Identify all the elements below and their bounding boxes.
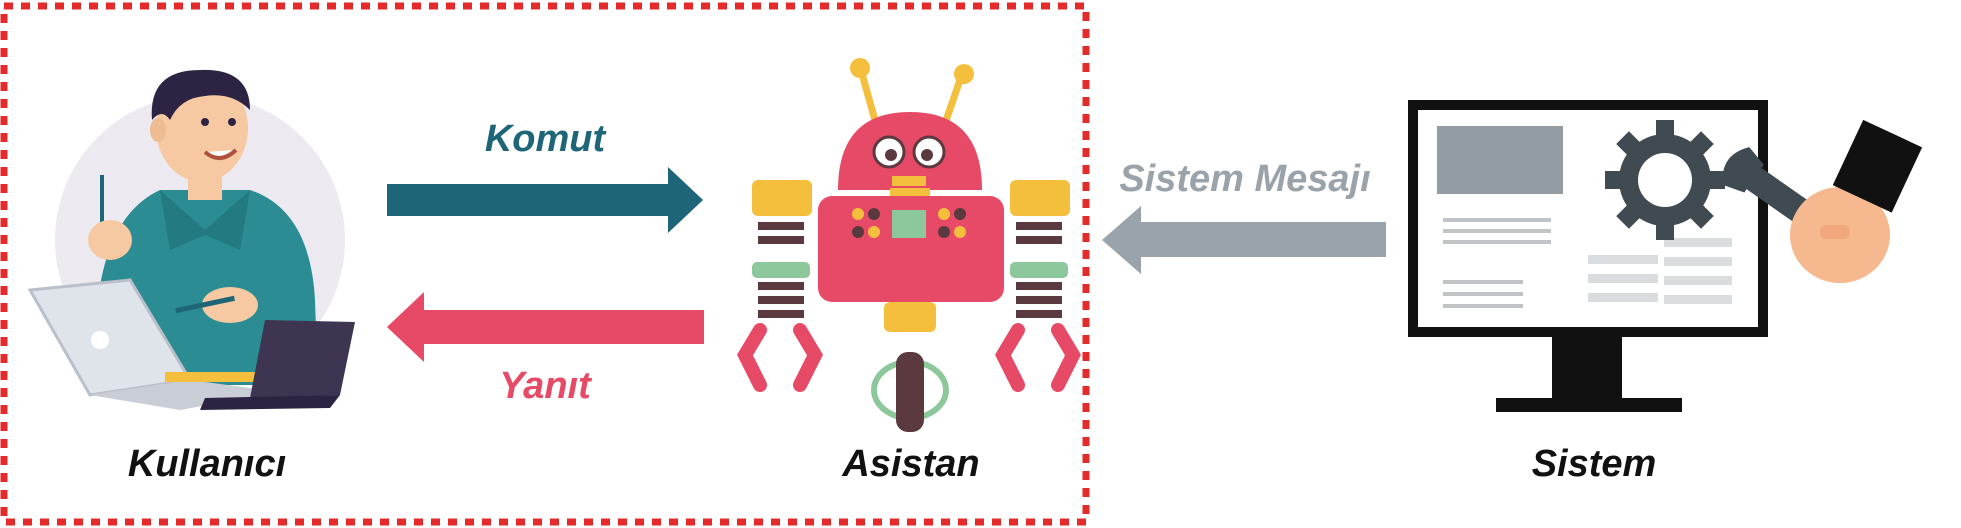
system-label: Sistem xyxy=(1531,443,1657,485)
user-label: Kullanıcı xyxy=(127,443,287,485)
assistant-label: Asistan xyxy=(842,443,980,485)
monitor-with-wrench-icon xyxy=(1408,100,1923,412)
system-message-arrow xyxy=(1102,206,1386,274)
response-arrow-label: Yanıt xyxy=(499,365,591,407)
robot-icon xyxy=(737,58,1081,432)
command-arrow xyxy=(387,167,703,233)
command-arrow-label: Komut xyxy=(484,118,606,160)
system-message-arrow-label: Sistem Mesajı xyxy=(1119,158,1371,200)
user-at-laptop-icon xyxy=(27,69,355,410)
response-arrow xyxy=(387,292,704,362)
